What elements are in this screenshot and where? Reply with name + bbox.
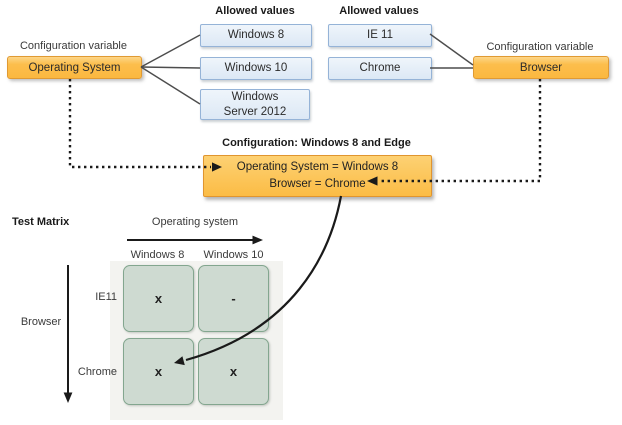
matrix-mark: - [231, 291, 236, 306]
matrix-row-label-ie11: IE11 [95, 291, 117, 303]
browser-connector-lines [429, 33, 474, 69]
browser-value-chrome-label: Chrome [359, 62, 401, 75]
browser-variable-name: Browser [519, 61, 563, 74]
os-value-windows10: Windows 10 [200, 57, 312, 80]
matrix-column-header-windows8: Windows 8 [130, 249, 185, 261]
os-value-windows-server-2012-label: Windows Server 2012 [223, 91, 287, 118]
x-axis-arrow [127, 235, 263, 245]
matrix-cell-chrome-windows8: x [123, 338, 194, 405]
matrix-x-axis-label: Operating system [151, 216, 239, 228]
os-allowed-values-header: Allowed values [215, 5, 295, 17]
browser-variable-box: Browser [473, 56, 609, 79]
os-value-windows8-label: Windows 8 [227, 29, 285, 42]
browser-value-ie11: IE 11 [328, 24, 432, 47]
browser-value-ie11-label: IE 11 [367, 29, 393, 42]
matrix-mark: x [229, 364, 238, 379]
matrix-y-axis-label: Browser [20, 316, 62, 328]
matrix-mark: x [154, 364, 163, 379]
matrix-row-label-chrome: Chrome [77, 366, 117, 378]
configuration-box: Operating System = Windows 8 Browser = C… [203, 155, 432, 197]
os-variable-box: Operating System [7, 56, 142, 79]
matrix-cell-ie11-windows10: - [198, 265, 269, 332]
os-value-windows10-label: Windows 10 [224, 62, 288, 75]
matrix-mark: x [154, 291, 163, 306]
configuration-line-browser: Browser = Chrome [269, 178, 366, 190]
test-matrix-title: Test Matrix [12, 216, 70, 228]
os-variable-name: Operating System [28, 61, 121, 74]
os-variable-caption: Configuration variable [19, 40, 127, 52]
os-value-windows8: Windows 8 [200, 24, 312, 47]
os-value-windows-server-2012: Windows Server 2012 [200, 89, 310, 120]
matrix-column-header-windows10: Windows 10 [203, 249, 264, 261]
matrix-cell-ie11-windows8: x [123, 265, 194, 332]
configuration-line-os: Operating System = Windows 8 [236, 161, 399, 174]
matrix-cell-chrome-windows10: x [198, 338, 269, 405]
browser-value-chrome: Chrome [328, 57, 432, 80]
y-axis-arrow [63, 265, 73, 403]
browser-allowed-values-header: Allowed values [339, 5, 419, 17]
browser-variable-caption: Configuration variable [486, 41, 594, 53]
configuration-header: Configuration: Windows 8 and Edge [222, 137, 411, 149]
os-connector-lines [140, 34, 201, 105]
